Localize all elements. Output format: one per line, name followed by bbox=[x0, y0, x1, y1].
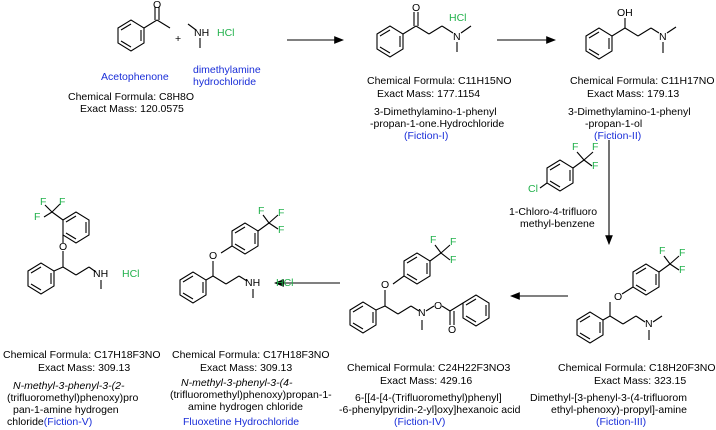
fluoxetine-f1: F bbox=[258, 205, 265, 217]
fiction-iii-structure bbox=[576, 255, 680, 344]
fiction-iv-f1: F bbox=[430, 234, 437, 246]
fiction-iv-mass: Exact Mass: 429.16 bbox=[380, 375, 473, 387]
fiction-ii-structure bbox=[585, 18, 677, 60]
fiction-ii-label: (Fiction-II) bbox=[594, 130, 642, 142]
fiction-iii-mass: Exact Mass: 323.15 bbox=[594, 375, 687, 387]
fiction-iv-label: (Fiction-IV) bbox=[394, 416, 446, 428]
fiction-i-name-2: -propan-1-one.Hydrochloride bbox=[370, 118, 505, 130]
acetophenone-name: Acetophenone bbox=[101, 71, 169, 83]
fluoxetine-label: Fluoxetine Hydrochloride bbox=[183, 416, 300, 428]
dma-nh-label: NH bbox=[194, 27, 210, 39]
fiction-iii-formula: Chemical Formula: C18H20F3NO bbox=[558, 362, 716, 374]
fiction-v-name-4: chloride(Fiction-V) bbox=[7, 416, 93, 428]
fiction-v-hcl: HCl bbox=[122, 268, 140, 280]
fiction-ii-n-atom: N bbox=[659, 31, 667, 43]
reagent-name-2: methyl-benzene bbox=[520, 218, 595, 230]
fiction-iv-f2: F bbox=[450, 236, 457, 248]
fiction-v-mass: Exact Mass: 309.13 bbox=[38, 362, 131, 374]
fiction-iii-label: (Fiction-III) bbox=[596, 416, 647, 428]
fiction-v-formula: Chemical Formula: C17H18F3NO bbox=[3, 349, 161, 361]
fiction-v-nh: NH bbox=[93, 268, 109, 280]
fiction-iv-name-1: 6-[[4-[4-(Trifluoromethyl)phenyl] bbox=[355, 392, 502, 404]
reagent-cl: Cl bbox=[528, 183, 538, 195]
reagent-structure bbox=[539, 151, 594, 192]
fiction-iv-n: N bbox=[418, 307, 426, 319]
fiction-iv-structure bbox=[349, 244, 490, 334]
fiction-i-hcl: HCl bbox=[449, 12, 467, 24]
fiction-iv-name-2: -6-phenylpyridin-2-yl]oxy]hexanoic acid bbox=[339, 404, 521, 416]
fiction-i-structure bbox=[376, 12, 472, 58]
fiction-ii-name-1: 3-Dimethylamino-1-phenyl bbox=[568, 106, 691, 118]
fluoxetine-f3: F bbox=[278, 224, 285, 236]
fiction-ii-oh: OH bbox=[617, 7, 633, 19]
reagent-f2: F bbox=[592, 141, 599, 153]
fiction-iii-n: N bbox=[645, 318, 653, 330]
fiction-i-o-atom: O bbox=[412, 2, 421, 14]
fiction-ii-mass: Exact Mass: 179.13 bbox=[587, 88, 680, 100]
fluoxetine-name-3: amine hydrogen chloride bbox=[188, 401, 303, 413]
fiction-v-name-3: pan-1-amine hydrogen bbox=[13, 404, 119, 416]
fluoxetine-mass: Exact Mass: 309.13 bbox=[200, 362, 293, 374]
fiction-i-formula: Chemical Formula: C11H15NO bbox=[367, 75, 512, 87]
fiction-i-label: (Fiction-I) bbox=[404, 130, 449, 142]
fiction-v-f3: F bbox=[34, 211, 41, 223]
fluoxetine-hcl: HCl bbox=[276, 277, 294, 289]
fiction-v-o: O bbox=[59, 241, 68, 253]
fiction-iii-f3: F bbox=[679, 264, 686, 276]
fiction-iv-o-ether: O bbox=[381, 279, 390, 291]
dma-hcl-label: HCl bbox=[217, 27, 235, 39]
fiction-v-structure bbox=[27, 203, 102, 295]
fiction-iii-o: O bbox=[614, 291, 623, 303]
fluoxetine-formula: Chemical Formula: C17H18F3NO bbox=[172, 349, 330, 361]
fiction-v-name-2: (trifluoromethyl)phenoxy)pro bbox=[7, 392, 139, 404]
fiction-iii-f2: F bbox=[679, 247, 686, 259]
acetophenone-o-atom: O bbox=[153, 0, 162, 11]
fiction-iv-f3: F bbox=[450, 254, 457, 266]
fluoxetine-nh: NH bbox=[245, 277, 261, 289]
fiction-ii-name-2: -propan-1-ol bbox=[585, 118, 643, 130]
fiction-i-mass: Exact Mass: 177.1154 bbox=[377, 88, 481, 100]
acetophenone-structure bbox=[117, 7, 171, 52]
fiction-i-name-1: 3-Dimethylamino-1-phenyl bbox=[374, 106, 497, 118]
fiction-iii-name-2: ethyl-phenoxy)-propyl]-amine bbox=[551, 404, 687, 416]
fiction-i-n-atom: N bbox=[453, 31, 461, 43]
fiction-iv-o-carbonyl: O bbox=[448, 324, 457, 336]
fluoxetine-structure bbox=[179, 214, 279, 304]
acetophenone-formula: Chemical Formula: C8H8O bbox=[68, 91, 195, 103]
fiction-v-f1: F bbox=[40, 196, 47, 208]
fiction-v-f2: F bbox=[59, 196, 66, 208]
dma-name-line1: dimethylamine bbox=[193, 64, 261, 76]
fiction-v-name-1: N-methyl-3-phenyl-3-(2- bbox=[13, 380, 125, 392]
acetophenone-mass: Exact Mass: 120.0575 bbox=[80, 103, 184, 115]
fiction-iii-f1: F bbox=[659, 245, 666, 257]
dma-name-line2: hydrochloride bbox=[193, 76, 257, 88]
fluoxetine-f2: F bbox=[278, 207, 285, 219]
fluoxetine-name-1: N-methyl-3-phenyl-3-(4- bbox=[181, 377, 293, 389]
fluoxetine-name-2: (trifluoromethyl)phenoxy)propan-1- bbox=[170, 389, 332, 401]
fiction-iv-o-ester: O bbox=[434, 300, 443, 312]
fluoxetine-o: O bbox=[209, 250, 218, 262]
plus-sign: + bbox=[175, 33, 182, 45]
reagent-name-1: 1-Chloro-4-trifluoro bbox=[509, 206, 598, 218]
fiction-iii-name-1: Dimethyl-[3-phenyl-3-(4-trifluorom bbox=[530, 392, 687, 404]
reagent-f1: F bbox=[572, 141, 579, 153]
fiction-ii-formula: Chemical Formula: C11H17NO bbox=[570, 75, 715, 87]
reagent-f3: F bbox=[592, 160, 599, 172]
dimethylamine-structure bbox=[187, 23, 201, 48]
fiction-iv-formula: Chemical Formula: C24H22F3NO3 bbox=[347, 362, 511, 374]
